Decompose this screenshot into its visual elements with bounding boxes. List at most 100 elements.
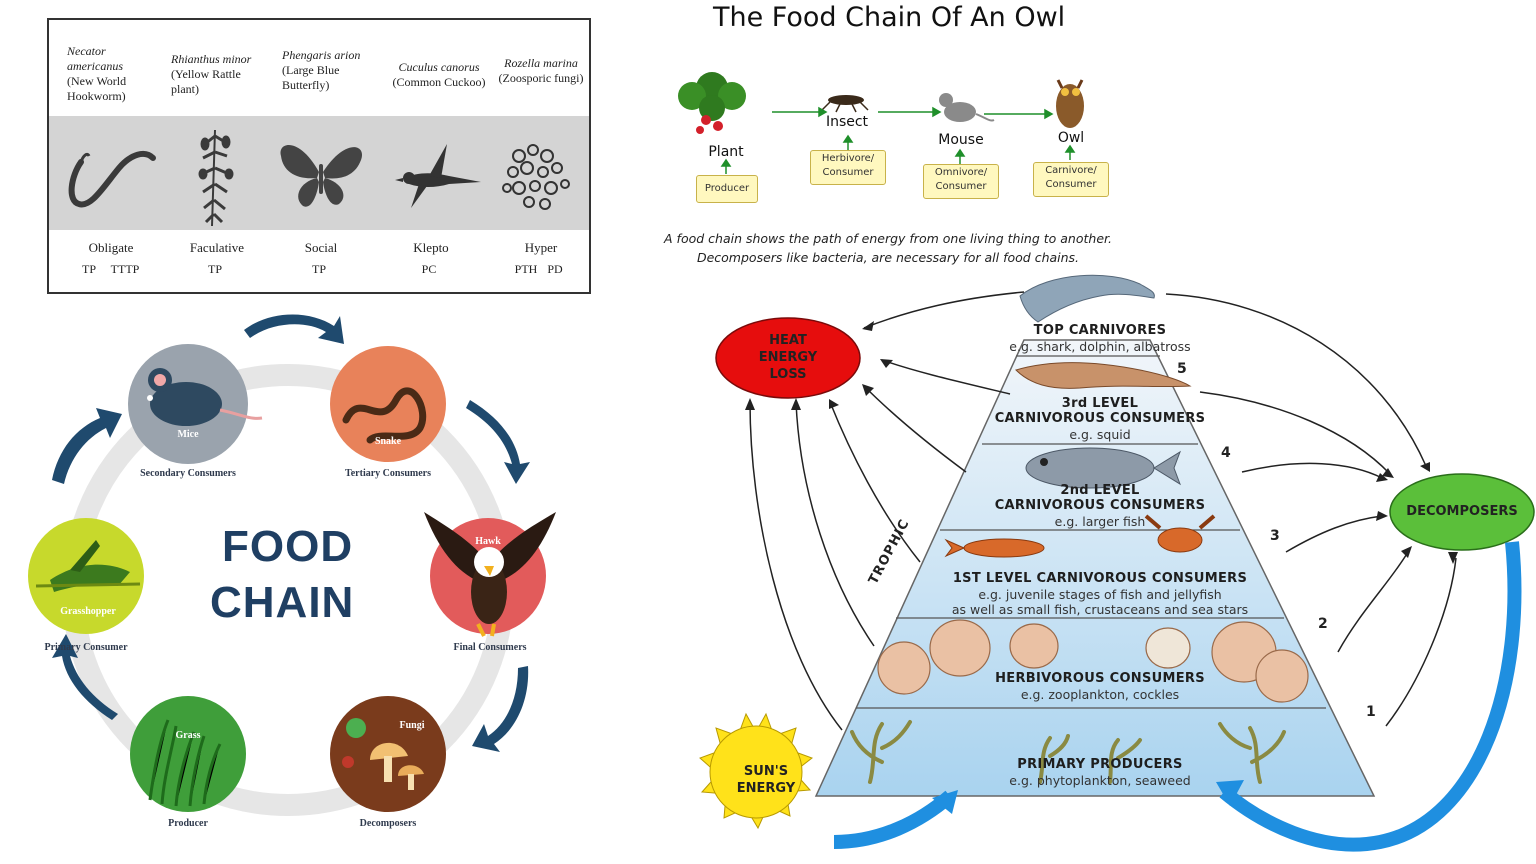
node-label-grass: Grass (175, 730, 201, 741)
cuckoo-icon (395, 144, 481, 208)
parasite-code: TP (81, 262, 96, 276)
role-text: Consumer (822, 167, 874, 178)
level-5-example: e.g. shark, dolphin, albatross (1009, 339, 1191, 354)
owl-description-line2: Decomposers like bacteria, are necessary… (696, 250, 1080, 265)
level-3-example: e.g. larger fish (1054, 514, 1146, 529)
heat-energy-loss-label: HEAT ENERGY LOSS (748, 332, 828, 383)
role-box-herbivore: Herbivore/ Consumer (810, 150, 886, 185)
node-label-snake: Snake (374, 436, 402, 447)
nutrient-cycle-arrow (833, 541, 1522, 852)
yellow-rattle-icon (198, 129, 234, 227)
parasite-code: TP (207, 262, 222, 276)
grass-icon (148, 719, 222, 807)
species-name-3: Phengaris arion (Large Blue Butterfly) (282, 48, 374, 93)
level-number-2: 2 (1318, 616, 1328, 632)
parasite-code: PD (547, 262, 563, 276)
grasshopper-icon (35, 540, 141, 592)
chain-arrows (720, 106, 1076, 174)
owl-chain-title: The Food Chain Of An Owl (713, 2, 1066, 33)
snake-icon (342, 387, 427, 444)
owl-icon (1056, 79, 1084, 128)
fish-icon (1025, 447, 1181, 489)
caption-secondary-consumers: Secondary Consumers (140, 468, 236, 479)
role-text: Producer (704, 183, 750, 194)
caption-producer: Producer (168, 818, 208, 829)
heat-loss-arrowheads (745, 321, 893, 410)
mushroom-icon (342, 718, 424, 790)
species-common: (Common Cuckoo) (392, 75, 486, 89)
level-2-example: e.g. juvenile stages of fish and jellyfi… (978, 587, 1222, 602)
cycle-arrows (52, 314, 530, 752)
caption-primary-consumer: Primary Consumer (44, 642, 128, 653)
species-common: (Yellow Rattle plant) (171, 67, 241, 96)
species-latin: Cuculus canorus (398, 60, 480, 74)
mouse-icon (939, 93, 995, 122)
node-label-mice: Mice (177, 429, 199, 440)
level-5-title: TOP CARNIVORES (1033, 323, 1167, 338)
role-text: Consumer (1045, 179, 1097, 190)
food-chain-cycle: Mice Snake Hawk Fungi Grass Grasshopper … (0, 300, 600, 864)
dolphin-icon (1019, 274, 1155, 323)
role-box-producer: Producer (696, 175, 758, 203)
heat-loss-ellipse (715, 317, 861, 399)
specimen-illustrations (68, 129, 570, 227)
pyramid-body (814, 339, 1376, 797)
caption-decomposers: Decomposers (359, 818, 417, 829)
owl-chain-graphic (678, 72, 1084, 174)
owl-stage-insect: Insect (825, 114, 869, 130)
heat-label-line: HEAT (769, 333, 807, 348)
squid-icon (1015, 362, 1192, 389)
owl-description-line1: A food chain shows the path of energy fr… (664, 231, 1112, 246)
level-1-title: HERBIVOROUS CONSUMERS (995, 671, 1205, 686)
species-name-2: Rhianthus minor (Yellow Rattle plant) (171, 52, 263, 97)
snake-node (330, 346, 446, 462)
decomposer-arrowheads (1376, 462, 1458, 564)
parasite-code: TP (311, 262, 326, 276)
cycle-arrow-icon (244, 314, 344, 344)
food-chain-title-line1: FOOD (222, 522, 354, 571)
fungi-node (330, 696, 446, 812)
parasite-type-2: Faculative (189, 240, 245, 255)
level-number-5: 5 (1177, 361, 1187, 377)
parasite-code: PTH (514, 262, 538, 276)
level-4-example: e.g. squid (1069, 427, 1131, 442)
level-2-title: 1ST LEVEL CARNIVOROUS CONSUMERS (952, 571, 1248, 586)
level-1-example: e.g. zooplankton, cockles (1020, 687, 1180, 702)
grasshopper-node (28, 518, 144, 634)
species-name-5: Rozella marina (Zoosporic fungi) (493, 56, 589, 86)
role-text: Carnivore/ (1045, 165, 1097, 176)
cycle-arrow-icon (52, 634, 118, 720)
sun-icon (699, 712, 814, 830)
decomposers-label: DECOMPOSERS (1406, 504, 1518, 519)
trophic-pyramid-graphic (699, 274, 1535, 852)
hawk-node (424, 512, 556, 637)
species-latin: Necator americanus (67, 44, 123, 73)
parasite-code: TTTP (110, 262, 140, 276)
specimen-band (49, 116, 589, 230)
grass-node (130, 696, 246, 812)
parasite-code: PC (421, 262, 437, 276)
role-text: Omnivore/ (934, 167, 988, 178)
butterfly-icon (280, 145, 363, 207)
producers-example: e.g. phytoplankton, seaweed (1009, 773, 1191, 788)
level-4-title: 3rd LEVEL (1061, 396, 1139, 411)
species-common: (New World Hookworm) (67, 74, 127, 103)
caption-final-consumers: Final Consumers (453, 642, 527, 653)
species-name-4: Cuculus canorus (Common Cuckoo) (387, 60, 491, 90)
parasite-type-4: Klepto (413, 240, 449, 255)
owl-stage-owl: Owl (1057, 130, 1085, 146)
mice-node (128, 344, 263, 464)
hookworm-icon (68, 150, 156, 208)
node-label-grasshopper: Grasshopper (60, 606, 116, 617)
heat-label-line: LOSS (769, 367, 807, 382)
mouse-icon (147, 368, 263, 426)
crayfish-icon (944, 514, 1216, 558)
level-4-title-2: CARNIVOROUS CONSUMERS (994, 411, 1206, 426)
insect-icon (821, 95, 869, 113)
cycle-graphic (28, 314, 556, 816)
cycle-arrow-icon (466, 400, 530, 484)
caption-tertiary-consumers: Tertiary Consumers (344, 468, 431, 479)
owl-stage-mouse: Mouse (938, 132, 984, 148)
node-label-fungi: Fungi (399, 720, 425, 731)
species-common: (Large Blue Butterfly) (282, 63, 340, 92)
